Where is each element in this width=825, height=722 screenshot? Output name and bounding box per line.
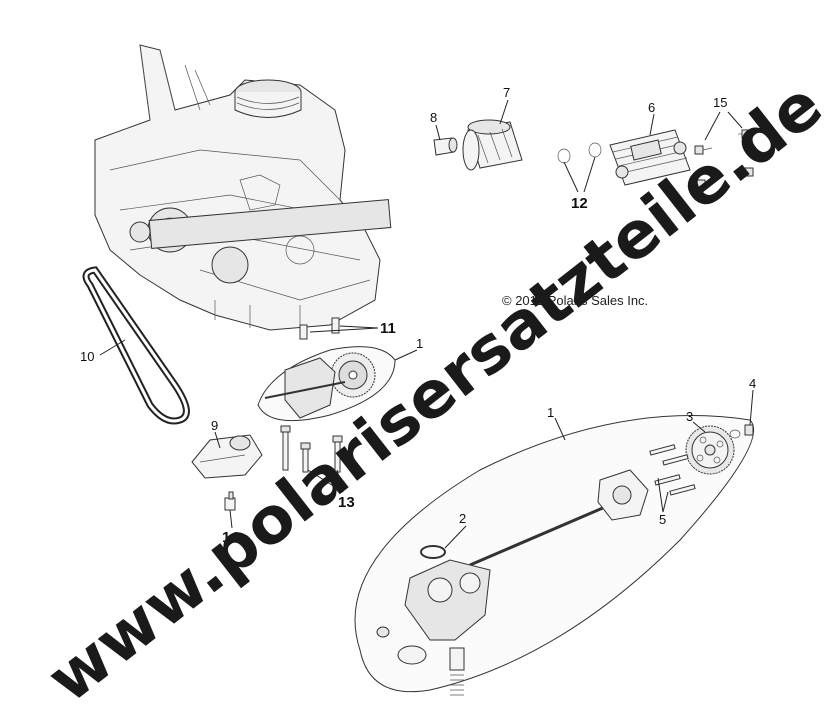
engine-block bbox=[94, 44, 392, 331]
callout-3: 3 bbox=[686, 409, 693, 424]
callout-6: 6 bbox=[648, 100, 655, 115]
callout-4: 4 bbox=[749, 376, 756, 391]
oil-pump-assembly-large bbox=[354, 415, 755, 696]
sleeve-8 bbox=[433, 137, 458, 156]
callout-11: 11 bbox=[380, 320, 396, 337]
drive-belt bbox=[82, 266, 190, 425]
oil-cooler-6 bbox=[557, 129, 691, 186]
callout-labels: 15 6 7 8 12 11 10 1 9 13 14 2 1 3 4 5 bbox=[80, 85, 756, 546]
bolt-set-13 bbox=[280, 425, 343, 473]
callout-12: 12 bbox=[571, 195, 588, 212]
bolt-set-15 bbox=[694, 129, 754, 189]
oil-pump-assembly-small bbox=[257, 317, 396, 422]
callout-14: 14 bbox=[222, 529, 239, 546]
callout-10: 10 bbox=[80, 349, 94, 364]
oil-pickup-elbow bbox=[191, 434, 263, 479]
callout-5: 5 bbox=[659, 512, 666, 527]
leader-lines bbox=[99, 99, 754, 549]
callout-1-lower: 1 bbox=[547, 405, 554, 420]
callout-15: 15 bbox=[713, 95, 727, 110]
callout-9: 9 bbox=[211, 418, 218, 433]
callout-13: 13 bbox=[338, 494, 355, 511]
oil-filter-7 bbox=[462, 119, 523, 171]
callout-1-upper: 1 bbox=[416, 336, 423, 351]
copyright-notice: © 2012 Polaris Sales Inc. bbox=[502, 293, 648, 308]
callout-7: 7 bbox=[503, 85, 510, 100]
callout-2: 2 bbox=[459, 511, 466, 526]
callout-8: 8 bbox=[430, 110, 437, 125]
